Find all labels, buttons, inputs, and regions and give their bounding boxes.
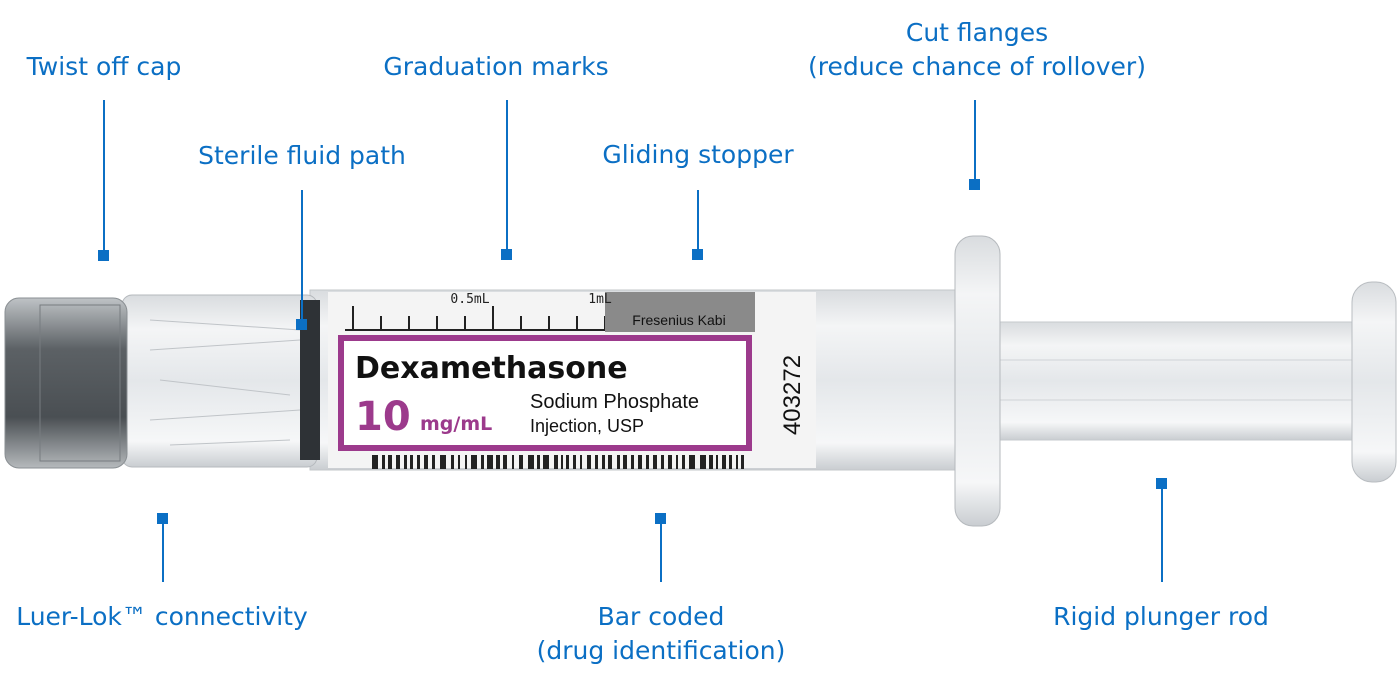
callout-twist-off-cap: Twist off cap bbox=[27, 50, 182, 84]
barcode-bar bbox=[496, 455, 500, 469]
barcode-bar bbox=[471, 455, 477, 469]
barcode-bar bbox=[487, 455, 493, 469]
barcode-bar bbox=[608, 455, 612, 469]
barcode-bar bbox=[372, 455, 378, 469]
barcode-bar bbox=[617, 455, 620, 469]
barcode-bar bbox=[741, 455, 744, 469]
callout-cut-flanges-note: (reduce chance of rollover) bbox=[808, 50, 1146, 84]
strength-unit: mg/mL bbox=[420, 413, 492, 435]
barcode-bar bbox=[481, 455, 484, 469]
barcode-bar bbox=[623, 455, 627, 469]
barcode-bar bbox=[566, 455, 569, 469]
barcode-bar bbox=[716, 455, 718, 469]
leader-line bbox=[162, 524, 164, 582]
barcode-bar bbox=[543, 455, 549, 469]
barcode-bar bbox=[458, 455, 460, 469]
barcode-bar bbox=[587, 455, 591, 469]
marker-square bbox=[501, 249, 512, 260]
barcode-bar bbox=[580, 455, 582, 469]
barcode-bar bbox=[388, 455, 392, 469]
barcode-bar bbox=[519, 455, 523, 469]
leader-line bbox=[974, 100, 976, 180]
barcode-bar bbox=[396, 455, 400, 469]
leader-line bbox=[301, 190, 303, 320]
barcode-bar bbox=[676, 455, 678, 469]
leader-line bbox=[697, 190, 699, 250]
marker-square bbox=[1156, 478, 1167, 489]
leader-line bbox=[1161, 489, 1163, 582]
barcode-bar bbox=[736, 455, 738, 469]
barcode-bar bbox=[503, 455, 507, 469]
finger-flange bbox=[955, 236, 1000, 526]
barcode-bar bbox=[602, 455, 605, 469]
callout-bar-coded: Bar coded bbox=[598, 600, 725, 634]
callout-bar-coded-note: (drug identification) bbox=[537, 634, 786, 668]
luer-lok-connector bbox=[122, 295, 320, 467]
barcode-bar bbox=[512, 455, 514, 469]
graduation-one-ml: 1mL bbox=[588, 292, 612, 307]
leader-line bbox=[506, 100, 508, 250]
barcode-bar bbox=[432, 455, 435, 469]
salt-text: Sodium Phosphate bbox=[530, 391, 699, 413]
marker-square bbox=[296, 319, 307, 330]
barcode-bar bbox=[668, 455, 672, 469]
plunger-rod bbox=[995, 282, 1396, 482]
barcode-bar bbox=[661, 455, 664, 469]
barcode-bar bbox=[646, 455, 649, 469]
marker-square bbox=[98, 250, 109, 261]
barcode-bar bbox=[440, 455, 446, 469]
barcode-bar bbox=[382, 455, 385, 469]
barcode-bar bbox=[573, 455, 576, 469]
callout-luer-lok: Luer-Lok™ connectivity bbox=[16, 600, 308, 634]
barcode-bar bbox=[709, 455, 713, 469]
barcode-bar bbox=[465, 455, 467, 469]
manufacturer-text: Fresenius Kabi bbox=[632, 312, 725, 328]
barcode-bar bbox=[682, 455, 685, 469]
barcode-bar bbox=[537, 455, 540, 469]
barcode-bar bbox=[631, 455, 634, 469]
barcode-bar bbox=[700, 455, 706, 469]
drug-label: Fresenius Kabi 0.5mL 1mL Dexamethasone 1… bbox=[328, 292, 816, 469]
leader-line bbox=[660, 524, 662, 582]
marker-square bbox=[969, 179, 980, 190]
callout-cut-flanges: Cut flanges bbox=[906, 16, 1048, 50]
barcode-bar bbox=[528, 455, 534, 469]
barcode-bar bbox=[451, 455, 454, 469]
barcode-bar bbox=[561, 455, 563, 469]
barcode-bar bbox=[424, 455, 428, 469]
barcode-bar bbox=[595, 455, 598, 469]
form-text: Injection, USP bbox=[530, 416, 644, 436]
callout-gliding-stopper: Gliding stopper bbox=[602, 138, 793, 172]
barcode-bar bbox=[638, 455, 642, 469]
product-code: 403272 bbox=[779, 355, 806, 435]
barcode-bar bbox=[417, 455, 420, 469]
marker-square bbox=[692, 249, 703, 260]
marker-square bbox=[157, 513, 168, 524]
barcode-bar bbox=[729, 455, 732, 469]
strength-number: 10 bbox=[355, 394, 411, 440]
barcode-bar bbox=[653, 455, 657, 469]
barcode-bar bbox=[689, 455, 695, 469]
twist-off-cap bbox=[5, 298, 127, 468]
graduation-half-ml: 0.5mL bbox=[450, 292, 489, 307]
leader-line bbox=[103, 100, 105, 250]
barcode-bar bbox=[404, 455, 407, 469]
drug-name: Dexamethasone bbox=[355, 351, 628, 386]
marker-square bbox=[655, 513, 666, 524]
barcode-bar bbox=[410, 455, 413, 469]
barcode-bar bbox=[554, 455, 558, 469]
callout-sterile-fluid-path: Sterile fluid path bbox=[198, 139, 406, 173]
callout-graduation-marks: Graduation marks bbox=[383, 50, 608, 84]
callout-rigid-plunger-rod: Rigid plunger rod bbox=[1053, 600, 1269, 634]
barcode-bar bbox=[722, 455, 726, 469]
